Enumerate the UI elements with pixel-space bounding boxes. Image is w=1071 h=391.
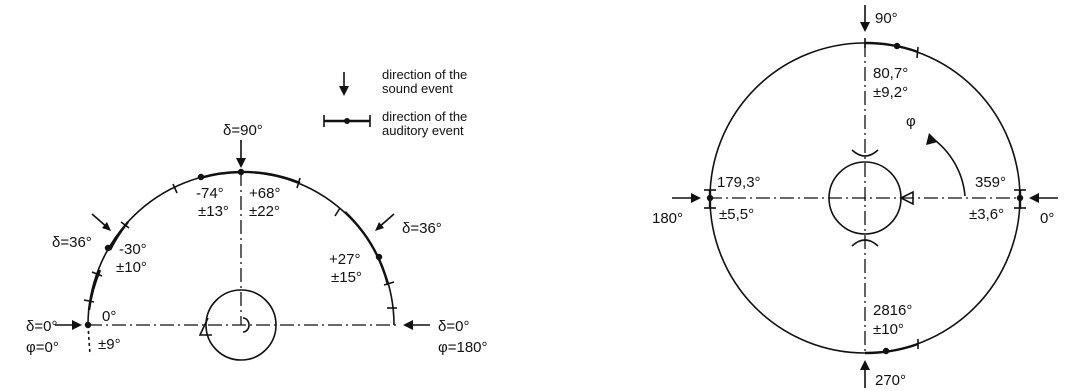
measurement-mean: 359° xyxy=(975,174,1006,191)
left-bottom-delta-label: δ=0° xyxy=(26,318,57,335)
legend-sound-event-label-1: direction of the xyxy=(382,67,467,82)
auditory-dot-36-left xyxy=(104,244,112,252)
auditory-event-segments xyxy=(708,41,1022,355)
tick-marks xyxy=(83,177,397,309)
measurement-sd: ±3,6° xyxy=(969,206,1004,223)
direction-label-90: 90° xyxy=(875,10,898,27)
right-bottom-phi-label: φ=180° xyxy=(438,339,488,356)
measurement-sd: ±10° xyxy=(116,259,147,276)
left-delta36-label: δ=36° xyxy=(52,234,92,251)
auditory-dot-0 xyxy=(84,321,92,329)
left-bottom-phi-label: φ=0° xyxy=(26,339,59,356)
tick-marks xyxy=(704,38,1026,349)
measurement-sd: ±15° xyxy=(331,269,362,286)
auditory-dot-36-right xyxy=(375,253,383,261)
auditory-dot-270 xyxy=(882,347,890,355)
legend-auditory-event-label-2: auditory event xyxy=(382,123,464,138)
measurement-mean: -30° xyxy=(119,241,147,258)
measurement-sd: ±5,5° xyxy=(719,206,754,223)
phi-rotation-arrow xyxy=(926,133,966,197)
top-delta-label: δ=90° xyxy=(223,122,263,139)
measurement-sd: ±9° xyxy=(98,336,121,353)
measurement-mean: +27° xyxy=(329,251,360,268)
auditory-dot-180 xyxy=(706,194,714,202)
phi-label: φ xyxy=(906,113,916,130)
median-plane-diagram: δ=90° δ=36° δ=36° δ=0° φ=0° δ=0° φ=180° … xyxy=(26,122,488,361)
measurement-mean: 2816° xyxy=(873,302,912,319)
measurement-sd: ±10° xyxy=(873,321,904,338)
direction-label-0: 0° xyxy=(1040,210,1054,227)
auditory-dot-top xyxy=(237,168,245,176)
measurement-sd: ±13° xyxy=(198,203,229,220)
head-icon xyxy=(828,149,914,247)
measurement-sd: ±9,2° xyxy=(873,84,908,101)
legend-sound-event-label-2: sound event xyxy=(382,81,453,96)
sound-arrows xyxy=(672,5,1058,388)
legend-sound-event-arrow-icon xyxy=(339,72,349,96)
measurement-mean: 80,7° xyxy=(873,65,908,82)
direction-label-270: 270° xyxy=(875,372,906,389)
direction-label-180: 180° xyxy=(652,210,683,227)
measurement-sd: ±22° xyxy=(249,203,280,220)
head-icon xyxy=(198,289,277,361)
legend: direction of the sound event direction o… xyxy=(323,67,467,138)
auditory-dot-0 xyxy=(1016,194,1024,202)
measurement-mean: 179,3° xyxy=(717,174,761,191)
sound-arrows xyxy=(55,140,430,330)
measurement-mean: +68° xyxy=(249,185,280,202)
horizontal-plane-diagram: φ xyxy=(652,5,1058,389)
measurement-mean: 0° xyxy=(102,308,116,325)
measurement-mean: -74° xyxy=(196,185,224,202)
right-bottom-delta-label: δ=0° xyxy=(438,318,469,335)
auditory-dot-top-left xyxy=(197,173,205,181)
right-delta36-label: δ=36° xyxy=(402,220,442,237)
legend-auditory-event-label-1: direction of the xyxy=(382,109,467,124)
legend-auditory-event-icon xyxy=(323,115,371,127)
auditory-dot-90 xyxy=(893,42,901,50)
